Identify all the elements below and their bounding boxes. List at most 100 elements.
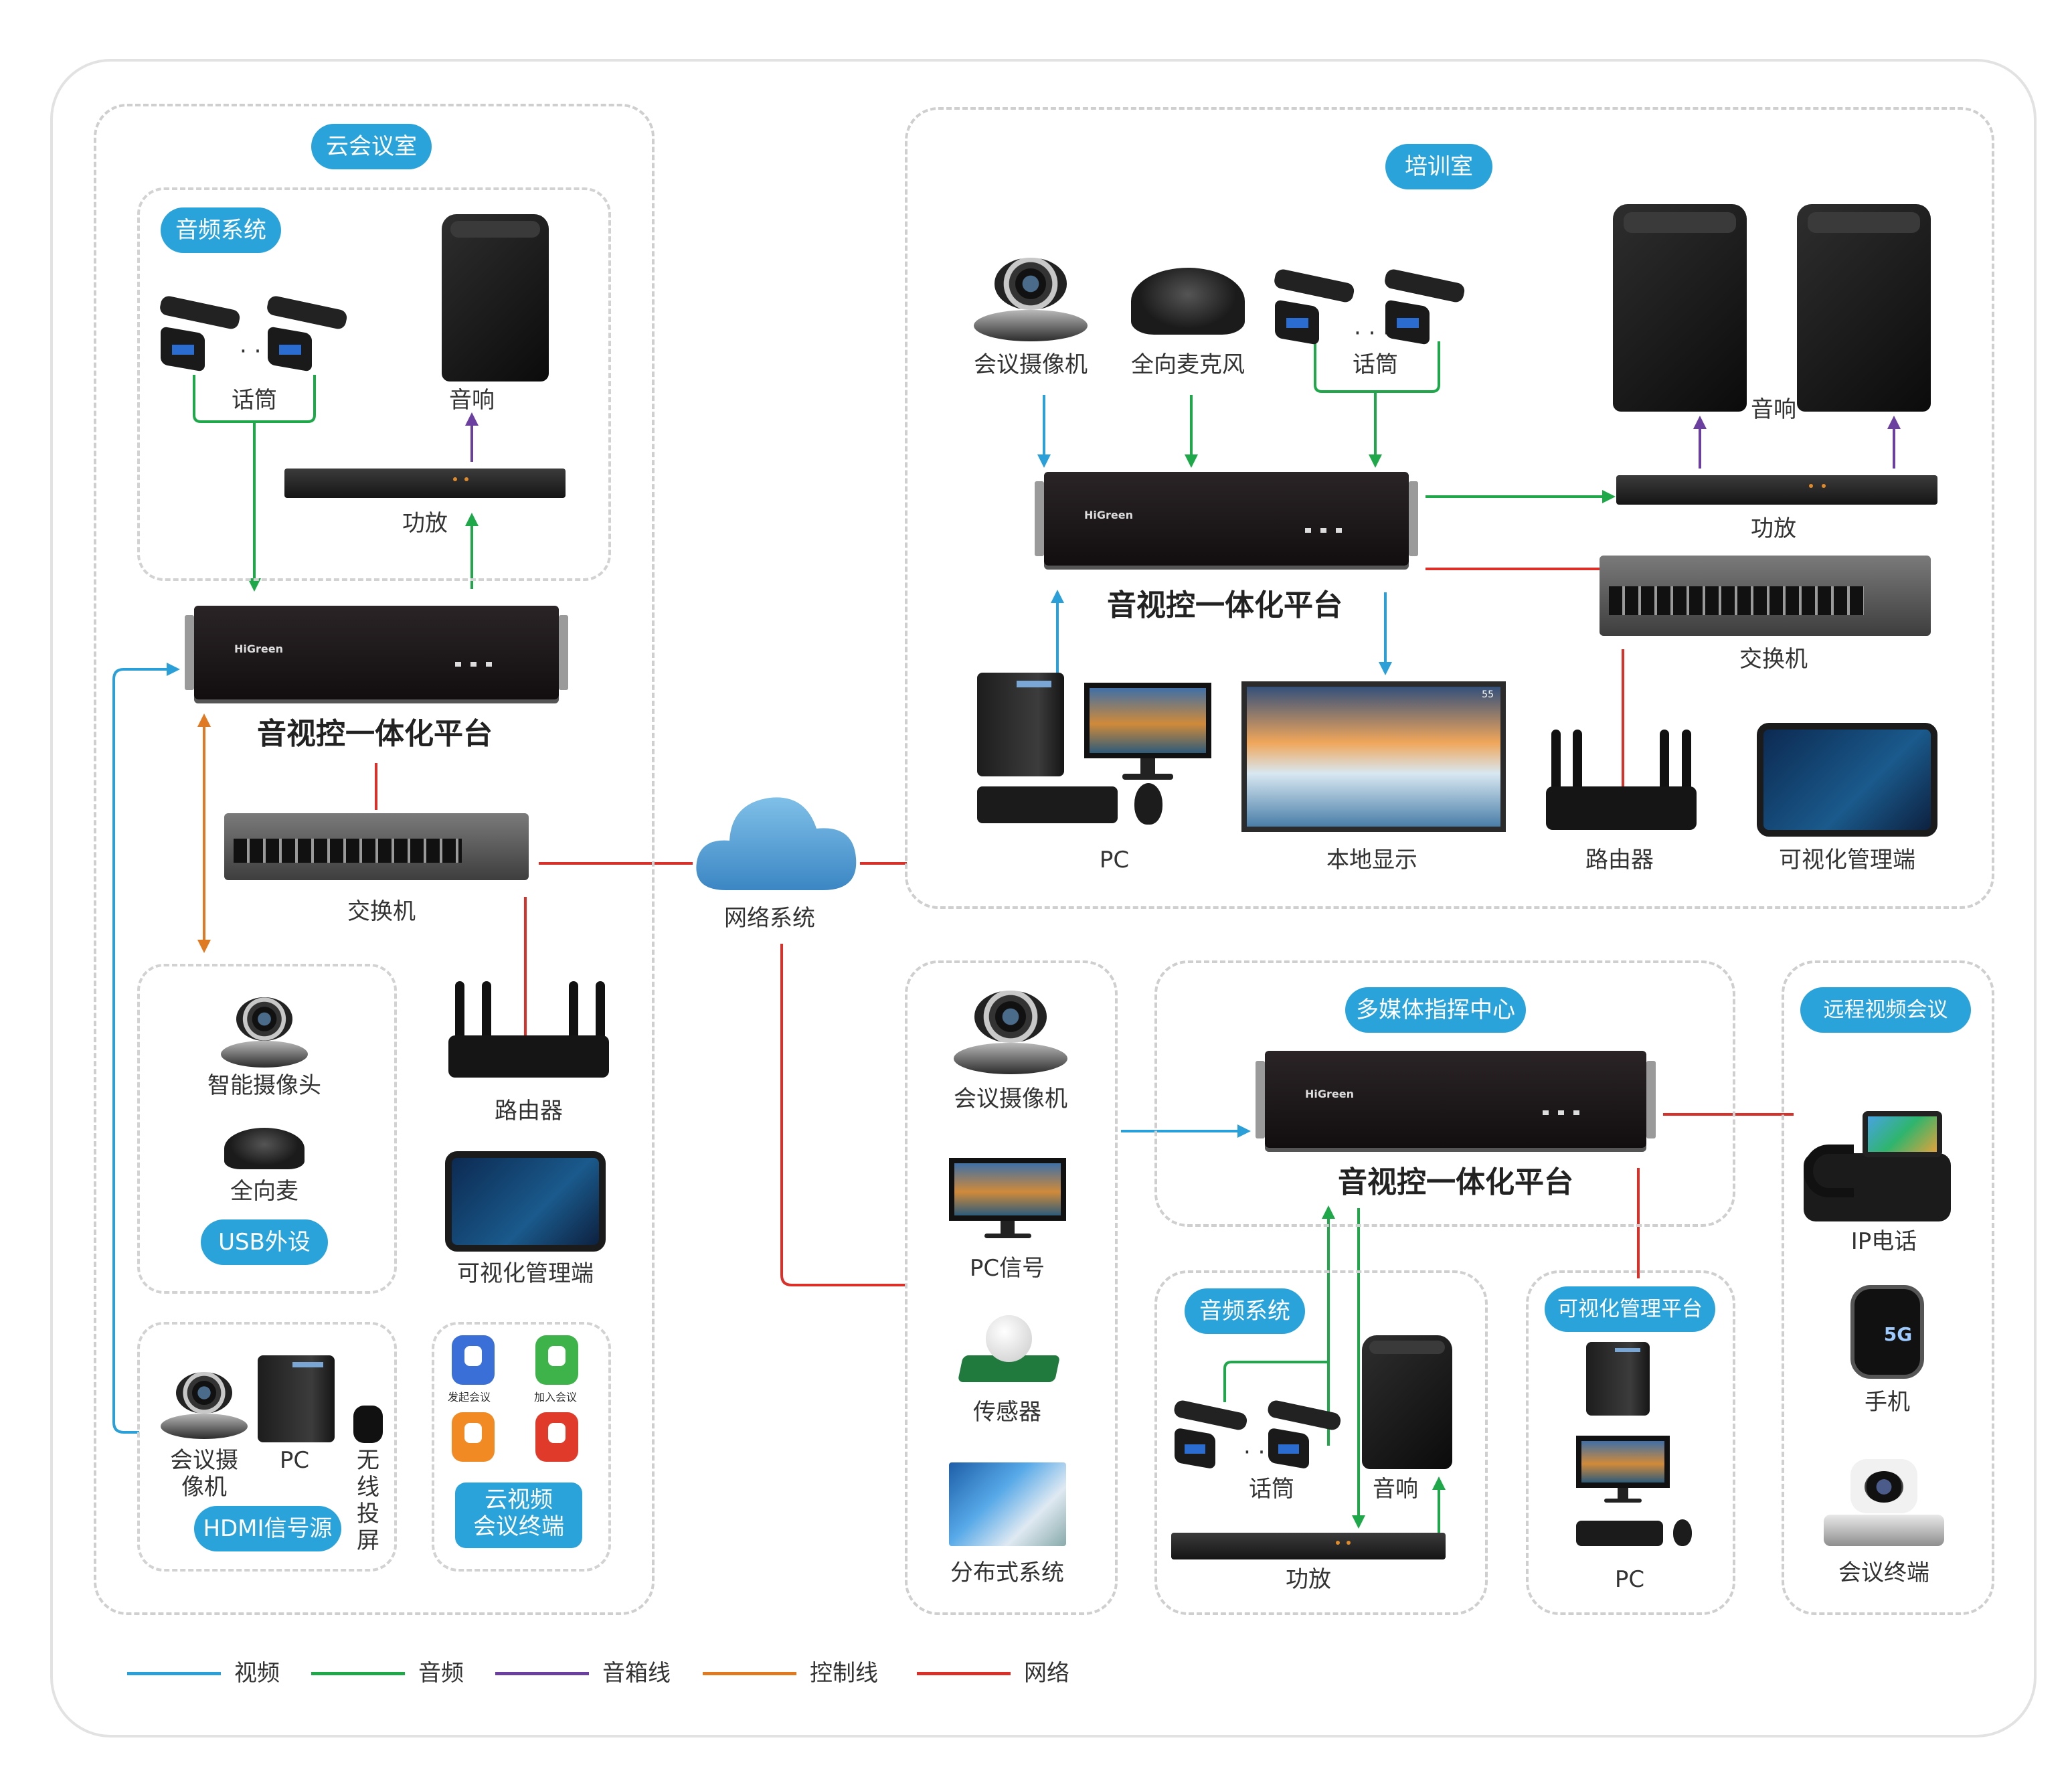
tv-size-badge: 55 bbox=[1482, 689, 1494, 700]
meeting-camera-split-label: 会议摄 像机 bbox=[170, 1447, 238, 1501]
amplifier-icon bbox=[1616, 475, 1937, 505]
keyboard-icon bbox=[977, 786, 1118, 823]
pc-tower-icon bbox=[1586, 1342, 1650, 1416]
amplifier-icon bbox=[284, 469, 566, 498]
pc-label-training: PC bbox=[1099, 847, 1130, 873]
legend-line-3 bbox=[703, 1672, 796, 1675]
smart-camera-label: 智能摄像头 bbox=[207, 1072, 321, 1099]
keyboard-icon bbox=[1576, 1521, 1663, 1546]
omni-mic-label-training: 全向麦克风 bbox=[1131, 351, 1245, 378]
start-meeting-app-icon[interactable] bbox=[452, 1335, 495, 1385]
hdmi-source-title: HDMI信号源 bbox=[194, 1506, 341, 1551]
amplifier-label-training: 功放 bbox=[1751, 515, 1796, 542]
sensor-label: 传感器 bbox=[973, 1399, 1041, 1426]
audio-system-zone-1 bbox=[137, 187, 611, 581]
platform-label-multimedia: 音视控一体化平台 bbox=[1338, 1165, 1573, 1199]
meeting-terminal-icon bbox=[1824, 1459, 1944, 1546]
cloud-terminal-zone bbox=[432, 1322, 611, 1572]
mobile-label: 手机 bbox=[1865, 1389, 1910, 1416]
multimedia-center-zone bbox=[1154, 960, 1735, 1227]
speaker-icon bbox=[1362, 1335, 1452, 1469]
cloud-terminal-title: 云视频 会议终端 bbox=[455, 1483, 582, 1548]
legend-label-4: 网络 bbox=[1024, 1660, 1069, 1687]
mic-label: 话筒 bbox=[232, 387, 277, 414]
platform-label-training: 音视控一体化平台 bbox=[1107, 588, 1343, 622]
video-line-hdmi bbox=[112, 663, 180, 1434]
platform-device-icon: HiGreen bbox=[1035, 472, 1418, 566]
network-line-cloud-multimedia bbox=[780, 944, 907, 1286]
wireless-dongle-icon bbox=[353, 1406, 383, 1443]
pc-monitor-icon bbox=[1084, 683, 1211, 780]
amplifier-label-multimedia: 功放 bbox=[1286, 1566, 1331, 1593]
usb-peripherals-title: USB外设 bbox=[201, 1219, 328, 1265]
audio-system-title-2: 音频系统 bbox=[1185, 1288, 1305, 1334]
legend-line-2 bbox=[495, 1672, 589, 1675]
hdmi-source-zone bbox=[137, 1322, 397, 1572]
legend-label-1: 音频 bbox=[418, 1660, 464, 1687]
visual-mgmt-title: 可视化管理平台 bbox=[1545, 1286, 1715, 1332]
speaker-icon bbox=[1797, 204, 1931, 412]
outer-frame bbox=[50, 59, 2037, 1738]
legend-line-4 bbox=[917, 1672, 1011, 1675]
visual-terminal-label: 可视化管理端 bbox=[457, 1260, 594, 1287]
visual-terminal-icon bbox=[445, 1151, 606, 1252]
pc-tower-icon bbox=[977, 673, 1064, 776]
mic-icon bbox=[1266, 1399, 1343, 1470]
pc-monitor-icon bbox=[1576, 1436, 1670, 1503]
mouse-icon bbox=[1134, 783, 1162, 825]
smart-camera-icon bbox=[221, 997, 308, 1068]
speaker-icon bbox=[442, 214, 549, 382]
legend-label-2: 音箱线 bbox=[602, 1660, 671, 1687]
meeting-camera-icon bbox=[954, 991, 1067, 1074]
cloud-room-title: 云会议室 bbox=[311, 124, 432, 169]
mobile-phone-icon bbox=[1850, 1285, 1924, 1379]
start-meeting-caption: 发起会议 bbox=[448, 1391, 491, 1404]
mouse-icon bbox=[1673, 1519, 1692, 1546]
pc-tower-icon bbox=[258, 1355, 335, 1442]
training-room-title: 培训室 bbox=[1385, 144, 1492, 189]
amplifier-icon bbox=[1171, 1533, 1446, 1559]
cloud-icon bbox=[696, 797, 857, 890]
pc-label-hdmi: PC bbox=[279, 1447, 310, 1474]
speaker-label-multimedia: 音响 bbox=[1373, 1476, 1418, 1503]
join-meeting-app-icon[interactable] bbox=[535, 1335, 578, 1385]
sensor-icon bbox=[957, 1315, 1061, 1382]
audio-line-training-mics bbox=[1314, 341, 1440, 393]
legend-label-3: 控制线 bbox=[810, 1660, 878, 1687]
mic-icon bbox=[1173, 1399, 1249, 1470]
mic-label-training: 话筒 bbox=[1353, 351, 1398, 378]
switch-icon bbox=[1600, 556, 1931, 636]
local-display-icon: 55 bbox=[1241, 681, 1506, 832]
platform-device-icon: HiGreen bbox=[185, 606, 568, 699]
switch-icon bbox=[224, 813, 529, 880]
pc-label-visual: PC bbox=[1614, 1566, 1645, 1593]
mic-label-multimedia: 话筒 bbox=[1249, 1476, 1294, 1503]
visual-mgmt-zone bbox=[1526, 1270, 1735, 1615]
mic-icon bbox=[266, 294, 349, 372]
omni-mic-icon bbox=[224, 1128, 305, 1169]
visual-terminal-icon bbox=[1757, 723, 1937, 837]
join-meeting-caption: 加入会议 bbox=[534, 1391, 578, 1404]
audio-system-title-1: 音频系统 bbox=[161, 207, 281, 253]
multimedia-center-title: 多媒体指挥中心 bbox=[1345, 987, 1526, 1033]
meeting-camera-label-training: 会议摄像机 bbox=[974, 351, 1088, 378]
omni-mic-short-label: 全向麦 bbox=[230, 1178, 298, 1205]
meeting-camera-label-sources: 会议摄像机 bbox=[954, 1086, 1067, 1112]
video-app-icon[interactable] bbox=[452, 1412, 495, 1462]
mic-ellipsis: · · · bbox=[1353, 320, 1391, 347]
legend-label-0: 视频 bbox=[234, 1660, 280, 1687]
pc-signal-label: PC信号 bbox=[969, 1255, 1045, 1282]
live-app-icon[interactable] bbox=[535, 1412, 578, 1462]
router-icon-left bbox=[448, 957, 609, 1078]
ip-phone-label: IP电话 bbox=[1850, 1228, 1917, 1255]
visual-terminal-label-training: 可视化管理端 bbox=[1779, 847, 1915, 873]
router-label-training: 路由器 bbox=[1585, 847, 1654, 873]
legend-line-0 bbox=[127, 1672, 221, 1675]
distributed-system-label: 分布式系统 bbox=[950, 1559, 1064, 1586]
platform-label-left: 音视控一体化平台 bbox=[257, 717, 493, 751]
amplifier-label: 功放 bbox=[402, 510, 448, 537]
remote-video-title: 远程视频会议 bbox=[1800, 987, 1971, 1033]
pc-monitor-icon bbox=[949, 1158, 1066, 1238]
mic-icon bbox=[1383, 268, 1466, 345]
